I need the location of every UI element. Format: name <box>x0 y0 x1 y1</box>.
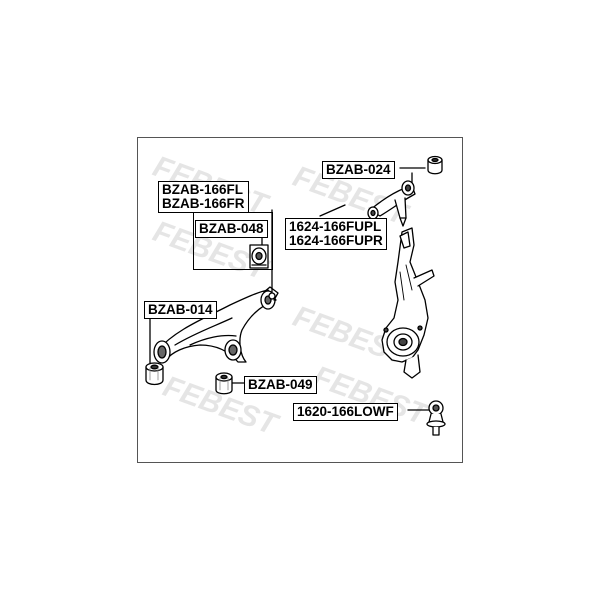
label-bzab-166fr: BZAB-166FR <box>162 196 245 211</box>
bushing-bzab-024 <box>427 155 443 175</box>
group-box-bzab-166 <box>193 212 273 270</box>
bushing-bzab-049 <box>215 372 233 395</box>
label-1624-166fupl: 1624-166FUPL <box>289 219 382 234</box>
leader-line <box>319 204 346 217</box>
ball-stud-small <box>268 292 276 300</box>
label-bzab-166fl: BZAB-166FL <box>162 182 244 197</box>
lower-control-arm <box>153 286 279 364</box>
label-bzab-049: BZAB-049 <box>244 376 317 394</box>
label-1624-166fupl-fupr: 1624-166FUPL 1624-166FUPR <box>285 218 387 250</box>
label-bzab-024: BZAB-024 <box>322 161 395 179</box>
bushing-bzab-014 <box>145 362 164 386</box>
label-bzab-014: BZAB-014 <box>144 301 217 319</box>
label-bzab-166fl-fr: BZAB-166FL BZAB-166FR <box>158 181 249 213</box>
upper-control-arm <box>367 180 416 227</box>
steering-knuckle <box>381 227 435 379</box>
bushing-bzab-048 <box>249 244 269 269</box>
label-1620-166lowf: 1620-166LOWF <box>293 403 398 421</box>
label-bzab-048: BZAB-048 <box>195 220 268 238</box>
label-1624-166fupr: 1624-166FUPR <box>289 233 383 248</box>
ball-joint-lowf <box>426 400 446 436</box>
